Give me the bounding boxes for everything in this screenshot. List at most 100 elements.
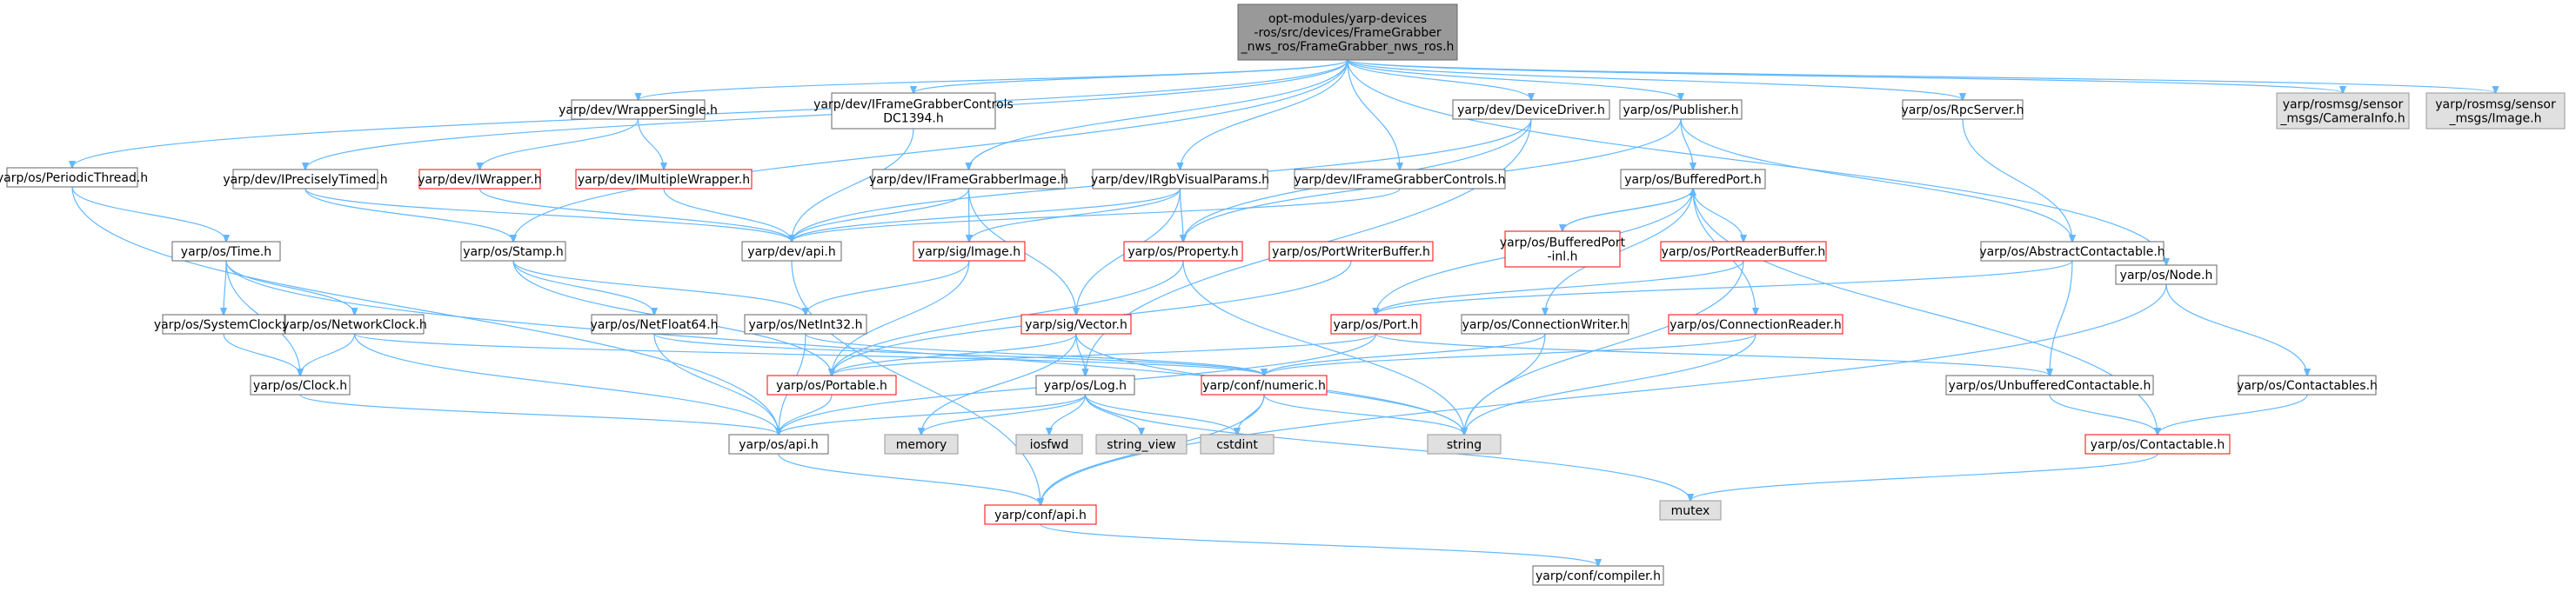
node-contactable[interactable]: yarp/os/Contactable.h	[2084, 434, 2231, 455]
edge-connectionwriter-to-numeric	[1264, 333, 1546, 376]
edge-log-to-iosfwd	[1049, 394, 1087, 435]
node-abstractcontactable[interactable]: yarp/os/AbstractContactable.h	[1979, 241, 2165, 262]
edge-root-to-iframegrabbercontrols	[1347, 59, 1400, 170]
node-cstdint[interactable]: cstdint	[1200, 434, 1275, 455]
node-portable[interactable]: yarp/os/Portable.h	[766, 375, 897, 396]
node-box	[1020, 314, 1132, 335]
node-box	[1330, 314, 1422, 335]
node-devapi[interactable]: yarp/dev/api.h	[741, 241, 842, 262]
edge-contactable-to-mutex	[1690, 453, 2158, 501]
node-box	[571, 99, 706, 120]
node-portwriterbuffer[interactable]: yarp/os/PortWriterBuffer.h	[1268, 241, 1434, 262]
node-connectionreader[interactable]: yarp/os/ConnectionReader.h	[1668, 314, 1843, 335]
node-iwrapper[interactable]: yarp/dev/IWrapper.h	[418, 169, 542, 190]
edge-root-to-camerainfo	[1347, 59, 2343, 93]
node-confapi[interactable]: yarp/conf/api.h	[984, 504, 1097, 525]
node-node[interactable]: yarp/os/Node.h	[2115, 264, 2218, 285]
edge-connectionreader-to-numeric	[1264, 333, 1756, 376]
node-box	[1504, 230, 1621, 268]
node-sensorimage[interactable]: yarp/rosmsg/sensor_msgs/Image.h	[2425, 92, 2566, 130]
node-label: yarp/conf/numeric.h	[1202, 379, 1326, 393]
node-osapi[interactable]: yarp/os/api.h	[728, 434, 829, 455]
node-label: yarp/dev/IFrameGrabberControls.h	[1294, 173, 1505, 187]
node-label: yarp/sig/Image.h	[918, 245, 1020, 259]
edge-systemclock-to-clock	[223, 333, 300, 376]
edge-root-to-iframegrabberimage	[969, 59, 1348, 170]
node-box	[1201, 375, 1328, 396]
node-clock[interactable]: yarp/os/Clock.h	[250, 375, 351, 396]
node-imultiplewrapper[interactable]: yarp/dev/IMultipleWrapper.h	[575, 169, 753, 190]
node-label: DC1394.h	[883, 112, 944, 126]
edge-numeric-to-cstdint	[1237, 394, 1265, 435]
node-netint32[interactable]: yarp/os/NetInt32.h	[744, 314, 867, 335]
node-rpcserver[interactable]: yarp/os/RpcServer.h	[1901, 99, 2024, 120]
node-connectionwriter[interactable]: yarp/os/ConnectionWriter.h	[1461, 314, 1629, 335]
node-box	[766, 375, 897, 396]
node-contactables[interactable]: yarp/os/Contactables.h	[2237, 375, 2378, 396]
node-box	[1945, 375, 2154, 396]
node-iosfwd[interactable]: iosfwd	[1015, 434, 1083, 455]
node-netfloat64[interactable]: yarp/os/NetFloat64.h	[590, 314, 719, 335]
edge-publisher-to-abstractcontactable	[1680, 118, 2072, 242]
node-wrappersingle[interactable]: yarp/dev/WrapperSingle.h	[559, 99, 718, 120]
node-label: yarp/os/UnbufferedContactable.h	[1949, 379, 2151, 393]
node-label: yarp/os/AbstractContactable.h	[1979, 245, 2165, 259]
node-ipreciselytimed[interactable]: yarp/dev/IPreciselyTimed.h	[223, 169, 388, 190]
node-port[interactable]: yarp/os/Port.h	[1330, 314, 1422, 335]
node-camerainfo[interactable]: yarp/rosmsg/sensor_msgs/CameraInfo.h	[2276, 92, 2410, 130]
edge-imultiplewrapper-to-devapi	[663, 188, 792, 242]
node-bufferedportinl[interactable]: yarp/os/BufferedPort-inl.h	[1500, 230, 1626, 268]
node-label: yarp/conf/api.h	[994, 509, 1087, 522]
node-box	[1200, 434, 1275, 455]
dependency-edges	[72, 59, 2496, 566]
node-mutex[interactable]: mutex	[1659, 500, 1722, 521]
node-box	[460, 241, 566, 262]
edge-wrappersingle-to-imultiplewrapper	[637, 118, 665, 170]
node-devicedriver[interactable]: yarp/dev/DeviceDriver.h	[1452, 99, 1610, 120]
edge-portable-to-osapi	[779, 394, 833, 435]
node-box	[1035, 375, 1135, 396]
node-box	[1619, 99, 1743, 120]
node-box	[1620, 169, 1766, 190]
node-root[interactable]: opt-modules/yarp-devices-ros/src/devices…	[1237, 3, 1458, 61]
node-label: string	[1447, 438, 1482, 452]
node-string_view[interactable]: string_view	[1095, 434, 1188, 455]
node-systemclock[interactable]: yarp/os/SystemClock.h	[154, 314, 293, 335]
node-unbufferedcontactable[interactable]: yarp/os/UnbufferedContactable.h	[1945, 375, 2154, 396]
node-irgbvisualparams[interactable]: yarp/dev/IRgbVisualParams.h	[1091, 169, 1269, 190]
node-box	[250, 375, 351, 396]
node-bufferedport[interactable]: yarp/os/BufferedPort.h	[1620, 169, 1766, 190]
node-string[interactable]: string	[1427, 434, 1502, 455]
edge-root-to-rpcserver	[1347, 59, 1963, 100]
node-portreaderbuffer[interactable]: yarp/os/PortReaderBuffer.h	[1660, 241, 1827, 262]
node-iframegrabberimage[interactable]: yarp/dev/IFrameGrabberImage.h	[869, 169, 1068, 190]
node-time[interactable]: yarp/os/Time.h	[171, 241, 281, 262]
node-box	[984, 504, 1097, 525]
edge-iframegrabbercontrolsdc1394-to-devapi	[792, 128, 914, 242]
edge-root-to-ipreciselytimed	[305, 59, 1348, 170]
edge-root-to-iframegrabbercontrolsdc1394	[913, 59, 1348, 93]
node-iframegrabbercontrols[interactable]: yarp/dev/IFrameGrabberControls.h	[1294, 169, 1506, 190]
node-compiler[interactable]: yarp/conf/compiler.h	[1532, 565, 1664, 586]
node-log[interactable]: yarp/os/Log.h	[1035, 375, 1135, 396]
node-label: yarp/os/Contactable.h	[2091, 438, 2225, 452]
node-box	[575, 169, 753, 190]
edge-irgbvisualparams-to-devapi	[792, 188, 1181, 242]
node-label: yarp/os/Node.h	[2120, 269, 2213, 283]
edge-log-to-string_view	[1084, 394, 1142, 435]
node-sigvector[interactable]: yarp/sig/Vector.h	[1020, 314, 1132, 335]
node-publisher[interactable]: yarp/os/Publisher.h	[1619, 99, 1743, 120]
edge-iframegrabbercontrols-to-devapi	[792, 188, 1401, 242]
node-networkclock[interactable]: yarp/os/NetworkClock.h	[282, 314, 427, 335]
node-sigimage[interactable]: yarp/sig/Image.h	[913, 241, 1026, 262]
node-box	[591, 314, 718, 335]
node-stamp[interactable]: yarp/os/Stamp.h	[460, 241, 566, 262]
node-label: yarp/rosmsg/sensor	[2283, 98, 2404, 112]
node-property[interactable]: yarp/os/Property.h	[1123, 241, 1243, 262]
node-periodicthread[interactable]: yarp/os/PeriodicThread.h	[0, 167, 148, 188]
node-numeric[interactable]: yarp/conf/numeric.h	[1201, 375, 1328, 396]
node-label: yarp/dev/DeviceDriver.h	[1457, 103, 1605, 117]
node-memory[interactable]: memory	[884, 434, 959, 455]
